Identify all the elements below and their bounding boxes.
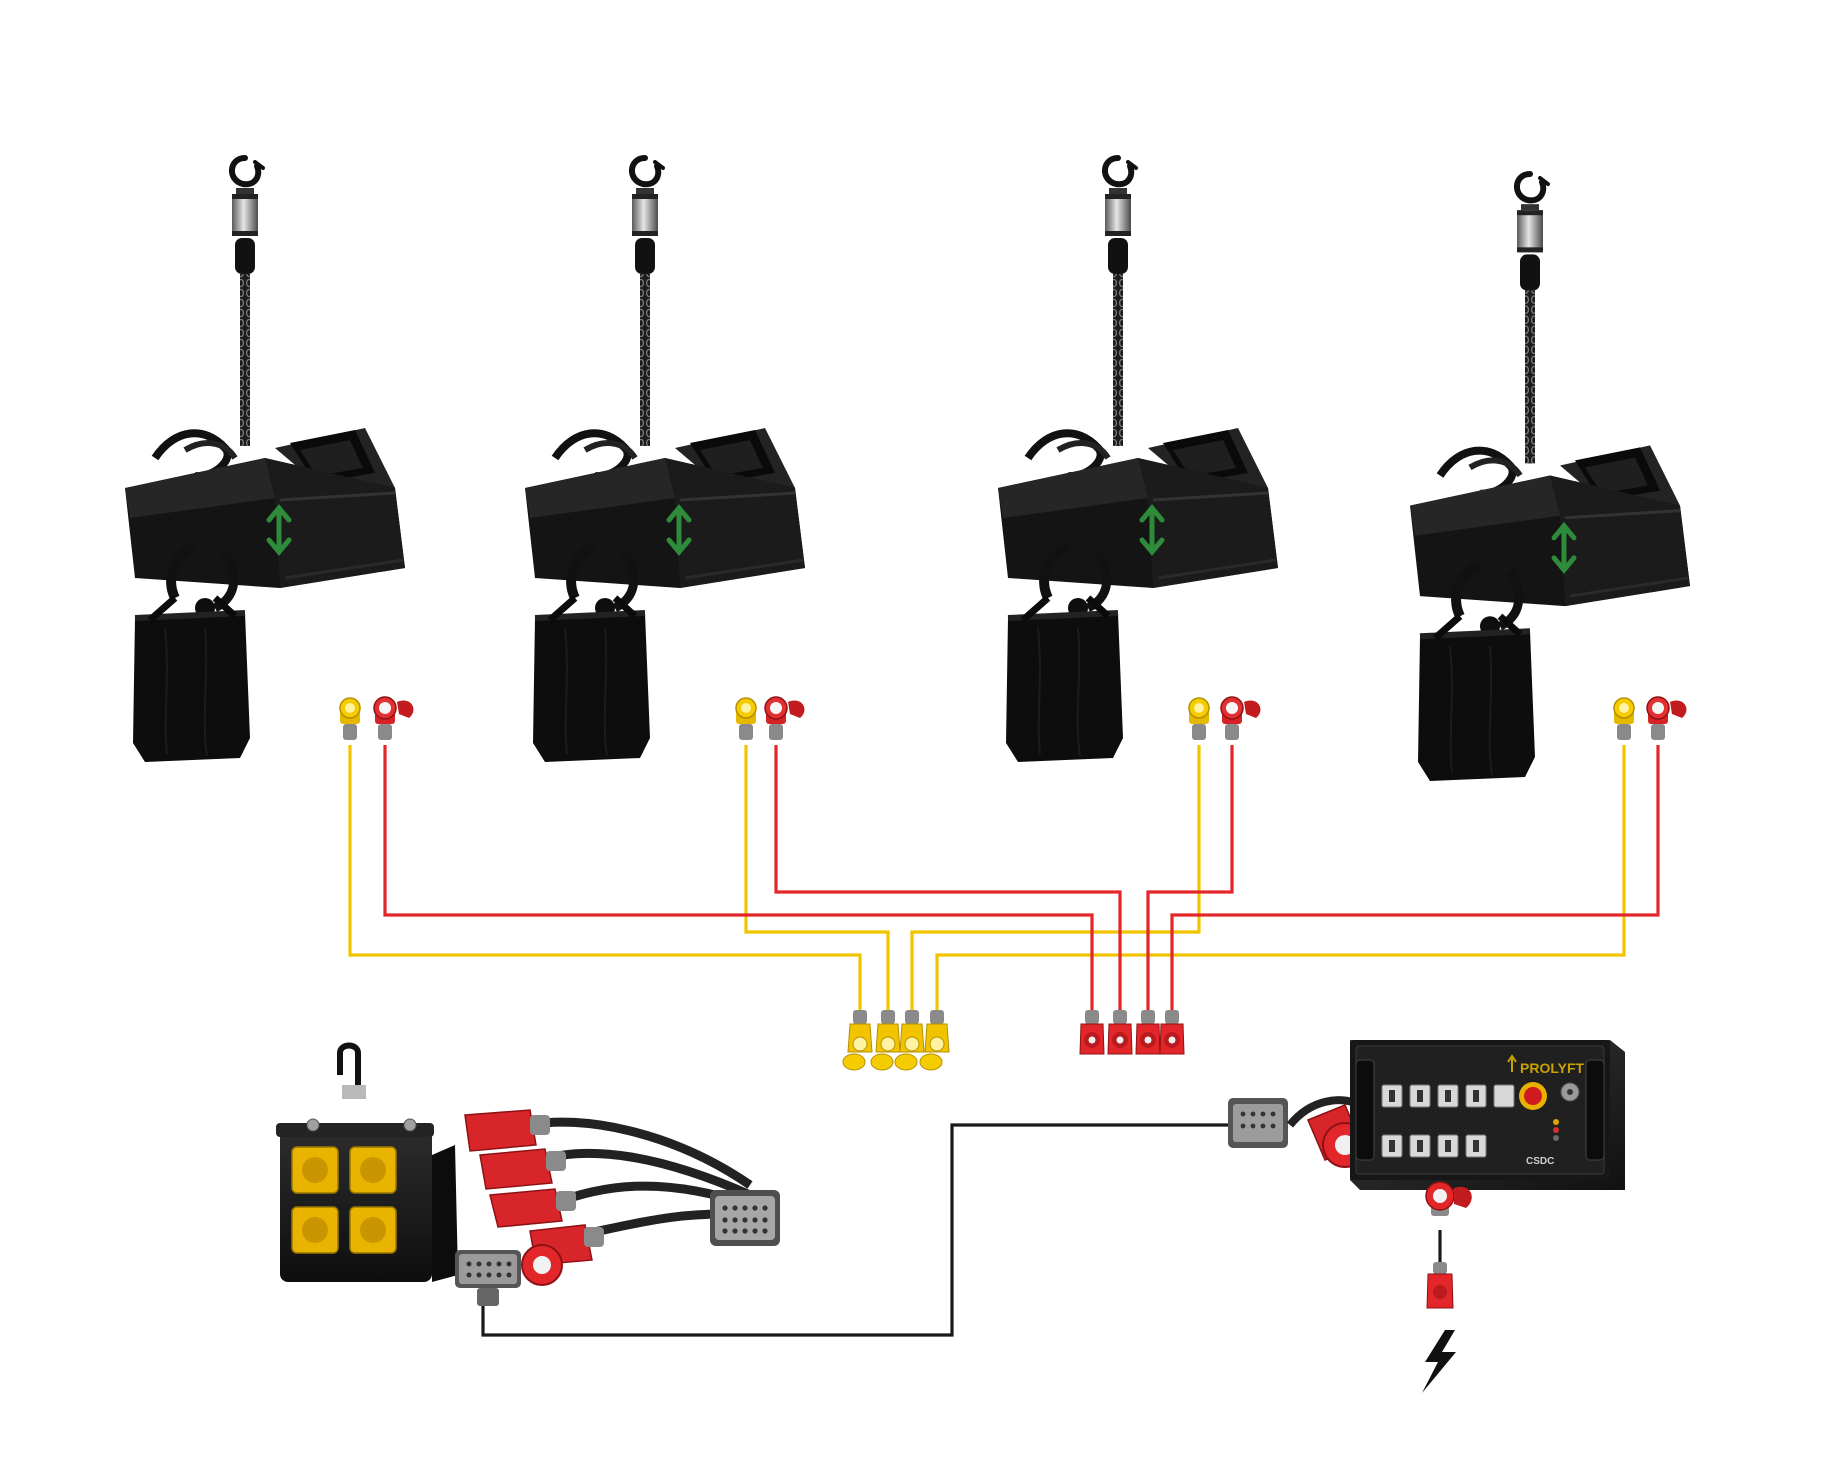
red-cee-connector-icon [1646, 696, 1688, 741]
yellow-cee-connector-icon [1188, 697, 1210, 741]
yellow-cee-connector-icon [339, 697, 361, 741]
yellow-plug-cluster [842, 1009, 950, 1071]
power-plug [1426, 1262, 1454, 1309]
red-cee-connector-icon [764, 696, 806, 741]
red-plug-2 [1107, 1009, 1133, 1055]
red-cee-connector-icon [373, 696, 415, 741]
red-wire-hoist-2 [774, 745, 1122, 1013]
red-plug-3 [1135, 1009, 1161, 1055]
controller-output-connector [1425, 1181, 1472, 1216]
hoist-4-connectors [1613, 696, 1688, 741]
yellow-wire-hoist-2 [744, 745, 890, 1013]
red-cee-connector-icon [1220, 696, 1262, 741]
hoist-3-connectors [1188, 696, 1262, 741]
controller-brand: PROLYFT [1520, 1060, 1584, 1076]
breakout-cable-icon [464, 1109, 780, 1286]
link-wire [481, 1123, 1228, 1337]
red-plug-1 [1079, 1009, 1105, 1055]
yellow-wire-hoist-3 [910, 745, 1201, 1013]
chain-hoist-3 [998, 158, 1278, 762]
harting-multipin-connector-icon [455, 1250, 521, 1306]
yellow-cee-connector-icon [1613, 697, 1635, 741]
yellow-plug-4 [919, 1009, 950, 1071]
red-wire-hoist-4 [1170, 745, 1660, 1013]
yellow-cee-connector-icon [735, 697, 757, 741]
hoist-1-connectors [339, 696, 415, 741]
red-plug-cluster [1079, 1009, 1185, 1055]
csdc-controller: PROLYFT CSDC [1350, 1040, 1625, 1190]
red-plug-4 [1159, 1009, 1185, 1055]
yellow-plug-1 [842, 1009, 873, 1071]
chain-hoist-2 [525, 158, 805, 762]
yellow-wire-hoist-4 [935, 745, 1626, 1013]
junction-box-icon [276, 1042, 458, 1282]
red-wire-hoist-1 [383, 745, 1094, 1013]
red-wire-hoist-3 [1146, 745, 1234, 1013]
yellow-wire-hoist-1 [348, 745, 862, 1013]
lightning-bolt-icon [1422, 1330, 1456, 1393]
controller-harting-connector [1228, 1098, 1288, 1148]
hoist-2-connectors [735, 696, 806, 741]
controller-model: CSDC [1526, 1156, 1554, 1167]
chain-hoist-1 [125, 158, 405, 762]
wire-group [348, 745, 1660, 1337]
chain-hoist-4 [1410, 174, 1690, 781]
